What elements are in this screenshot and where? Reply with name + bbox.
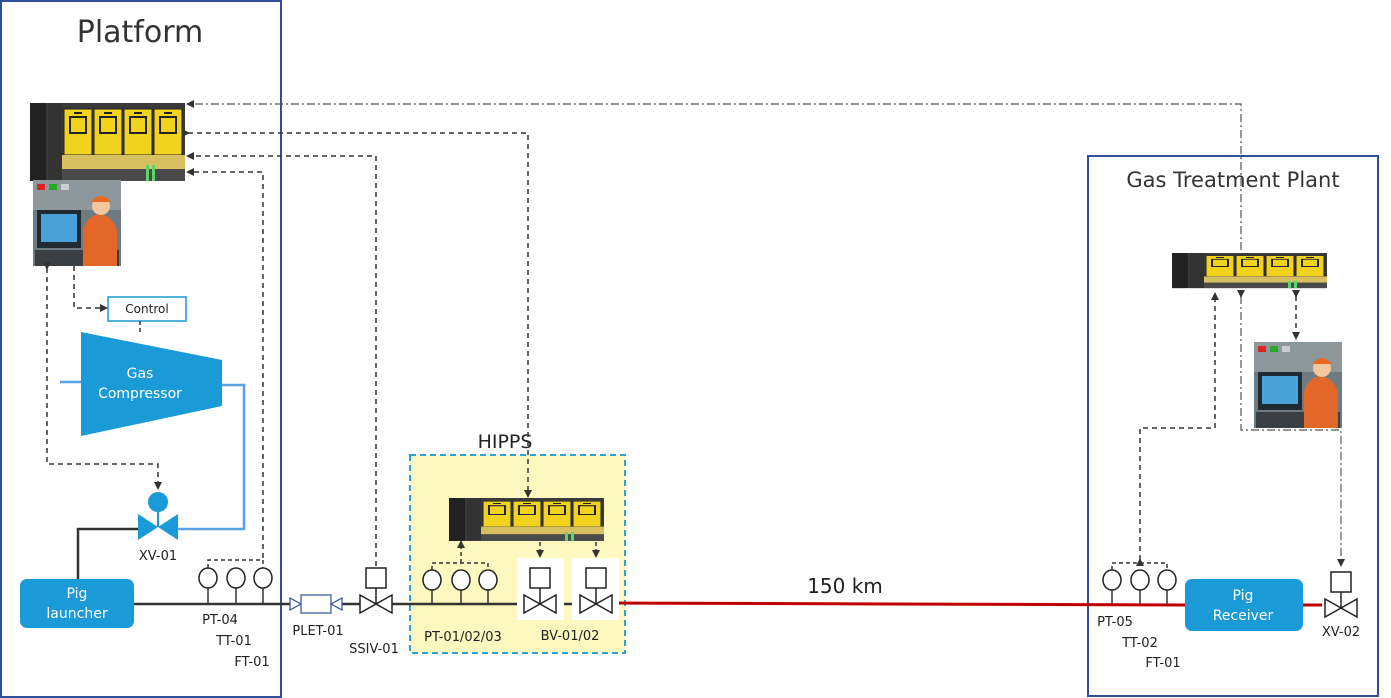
pig-receiver-label-2: Receiver	[1213, 608, 1274, 624]
gtp-title: Gas Treatment Plant	[1126, 168, 1339, 192]
valve-icon	[1324, 571, 1358, 618]
transmitter-icon	[1130, 569, 1150, 591]
transmitter-icon	[226, 567, 246, 589]
gtp-region	[1087, 155, 1379, 697]
plc-rack-icon	[29, 102, 186, 182]
plet01	[300, 594, 332, 614]
pipeline-distance: 150 km	[807, 574, 883, 598]
pt010203-label: PT-01/02/03	[424, 630, 502, 645]
pig-launcher	[20, 579, 134, 628]
transmitter-icon	[451, 569, 471, 591]
ft01-gtp-label: FT-01	[1145, 656, 1180, 671]
pig-receiver-label-1: Pig	[1233, 588, 1254, 604]
control-label: Control	[125, 302, 168, 316]
pig-receiver	[1185, 579, 1303, 631]
transmitter-icon	[478, 569, 498, 591]
xv01-valve	[138, 492, 178, 540]
pig-launcher-label-1: Pig	[67, 586, 88, 602]
tt01-label: TT-01	[215, 634, 252, 649]
xv01-label: XV-01	[139, 549, 177, 564]
operator-workstation-icon	[1254, 342, 1342, 428]
transmitter-icon	[1157, 569, 1177, 591]
transmitter-icon	[422, 569, 442, 591]
pt05-label: PT-05	[1097, 615, 1133, 630]
valve-icon	[359, 567, 393, 614]
pt04-label: PT-04	[202, 613, 238, 628]
transmitter-icon	[1102, 569, 1122, 591]
pipeline	[614, 601, 1187, 607]
transmitter-icon	[253, 567, 273, 589]
gas-compressor	[81, 332, 222, 436]
plc-rack-icon	[1171, 252, 1328, 290]
transmitter-icon	[198, 567, 218, 589]
operator-workstation-icon	[33, 180, 121, 266]
plet01-label: PLET-01	[292, 624, 343, 639]
hipps-title: HIPPS	[478, 431, 533, 453]
ft01-platform-label: FT-01	[234, 655, 269, 670]
platform-title: Platform	[77, 15, 204, 50]
gas-compressor-label-2: Compressor	[98, 386, 182, 402]
xv02-label: XV-02	[1322, 625, 1360, 640]
ssiv01-label: SSIV-01	[349, 642, 399, 657]
tt02-label: TT-02	[1121, 636, 1158, 651]
gas-compressor-label-1: Gas	[127, 366, 154, 382]
plc-rack-icon	[448, 497, 605, 542]
bv0102-label: BV-01/02	[541, 629, 600, 644]
pig-launcher-label-2: launcher	[46, 606, 107, 622]
hipps-region	[409, 454, 626, 654]
